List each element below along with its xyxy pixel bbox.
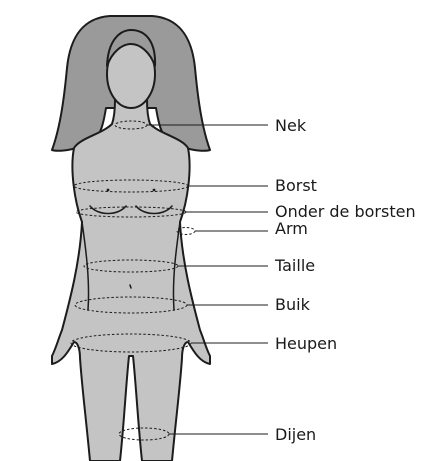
body-silhouette [52,100,210,461]
label-nek: Nek [275,116,307,135]
navel [130,285,131,288]
label-arm: Arm [275,219,308,238]
label-dijen: Dijen [275,425,316,444]
label-taille: Taille [274,256,315,275]
label-heupen: Heupen [275,334,337,353]
label-borst: Borst [275,176,317,195]
label-buik: Buik [275,295,311,314]
